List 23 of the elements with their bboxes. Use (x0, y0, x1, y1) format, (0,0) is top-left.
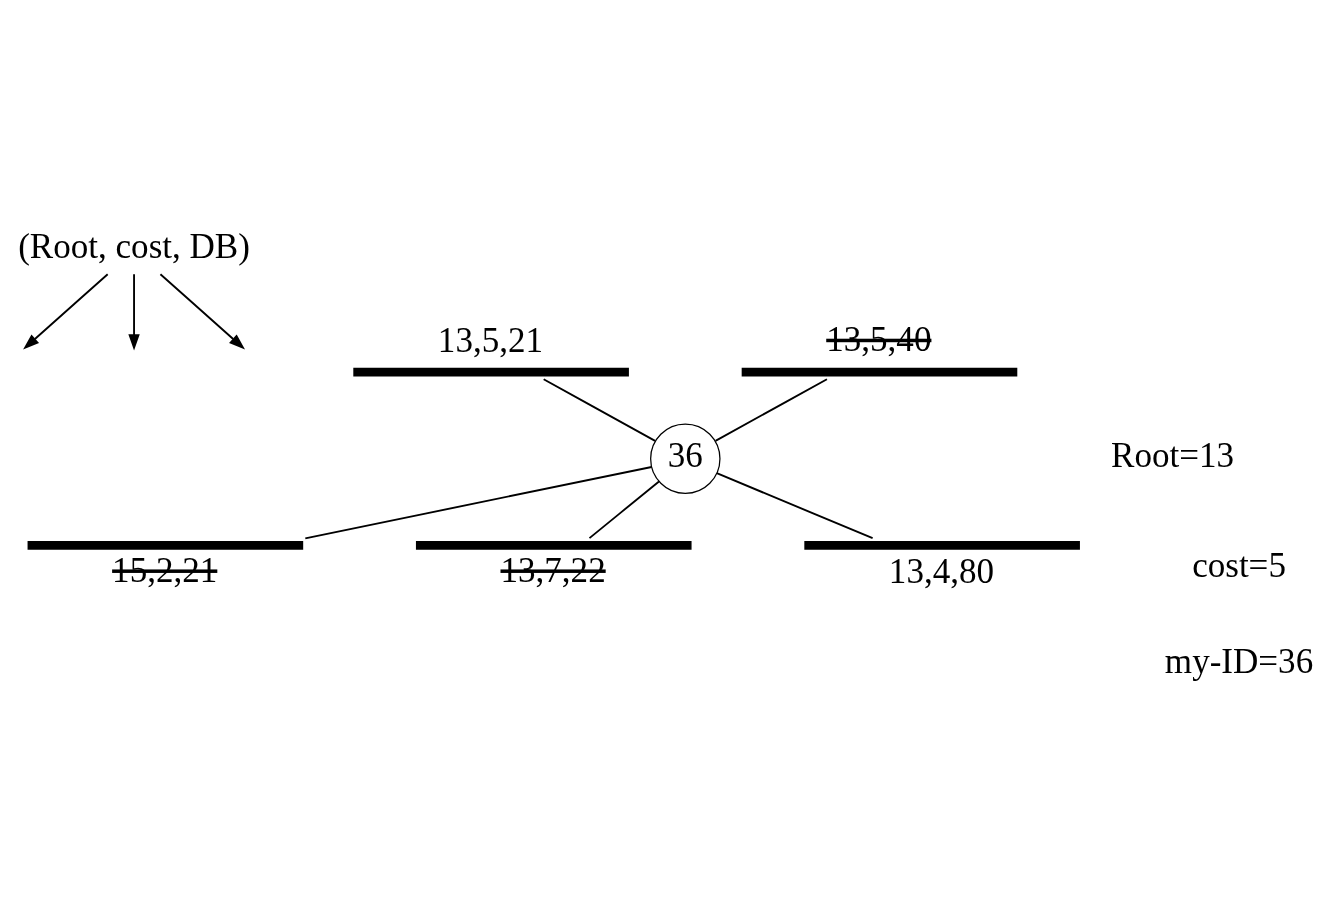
node-circle: 36 (650, 423, 721, 494)
connector (715, 472, 874, 540)
node-label: 15,2,21 (112, 550, 218, 590)
node-bar (353, 367, 629, 377)
connector (588, 480, 660, 540)
arrow (23, 273, 109, 350)
node-text: (Root, cost, DB) (18, 227, 250, 267)
connector (542, 378, 657, 442)
node-label: 13,7,22 (500, 550, 606, 590)
arrow (159, 273, 246, 350)
node-bar (27, 540, 304, 550)
label: my-ID=36 (1164, 641, 1314, 681)
node-label: 13,4,80 (888, 551, 995, 591)
connector (714, 378, 828, 442)
node-bar (741, 367, 1018, 377)
node-label: 13,5,40 (826, 319, 932, 359)
label: Root=13 (1111, 436, 1235, 476)
label: cost=5 (1192, 546, 1286, 586)
node-bar (804, 540, 1080, 550)
arrow (128, 273, 140, 351)
node-bar (415, 540, 692, 550)
connector (304, 466, 653, 540)
node-label: 13,5,21 (437, 321, 544, 361)
